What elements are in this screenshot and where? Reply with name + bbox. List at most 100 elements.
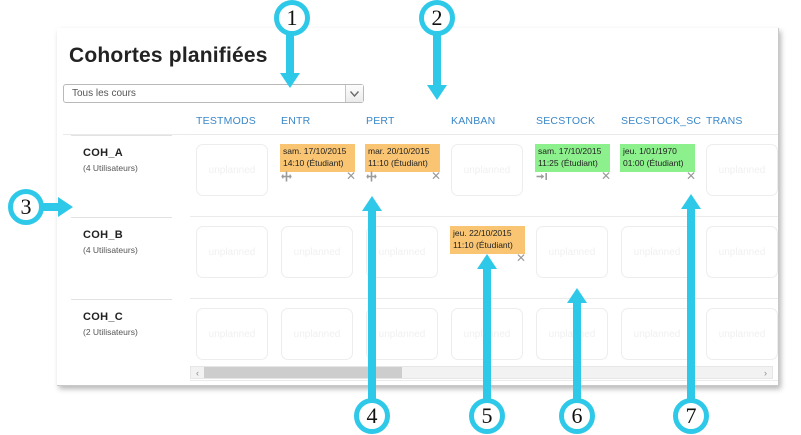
- scrollbar-track[interactable]: [204, 367, 759, 378]
- scheduled-cohorts-panel: Cohortes planifiées Tous les cours TESTM…: [57, 28, 779, 386]
- schedule-cell[interactable]: unplanned: [275, 217, 360, 299]
- unplanned-placeholder[interactable]: unplanned: [366, 226, 438, 278]
- cohort-user-count: (2 Utilisateurs): [83, 327, 138, 337]
- callout-1: 1: [274, 0, 310, 36]
- schedule-cell[interactable]: unplanned: [360, 299, 445, 381]
- cohort-label-cell[interactable]: COH_A (4 Utilisateurs): [63, 135, 190, 217]
- schedule-cell[interactable]: unplanned: [530, 299, 615, 381]
- session-time-role: 01:00 (Étudiant): [623, 157, 684, 168]
- table-row: COH_B (4 Utilisateurs) unplanned unplann…: [63, 217, 778, 299]
- schedule-cell[interactable]: unplanned: [615, 217, 700, 299]
- schedule-cell[interactable]: unplanned: [700, 299, 778, 381]
- chevron-down-icon[interactable]: [345, 85, 363, 102]
- cohort-name: COH_B: [83, 229, 124, 241]
- callout-number: 4: [354, 398, 390, 434]
- unplanned-placeholder[interactable]: unplanned: [706, 308, 778, 360]
- unplanned-placeholder[interactable]: unplanned: [621, 308, 693, 360]
- schedule-cell[interactable]: unplanned: [530, 217, 615, 299]
- chip-tools: ✕: [535, 169, 613, 185]
- cohort-user-count: (4 Utilisateurs): [83, 245, 138, 255]
- schedule-cell[interactable]: mar. 20/10/2015 11:10 (Étudiant) ✕: [360, 135, 445, 217]
- planned-session-chip[interactable]: sam. 17/10/2015 11:25 (Étudiant): [535, 144, 610, 172]
- callout-7: 7: [673, 398, 709, 434]
- close-icon[interactable]: ✕: [600, 169, 611, 183]
- column-header-entr[interactable]: ENTR: [281, 115, 311, 127]
- callout-4-stem: [368, 210, 376, 400]
- unplanned-placeholder[interactable]: unplanned: [196, 226, 268, 278]
- close-icon[interactable]: ✕: [515, 251, 526, 265]
- schedule-cell[interactable]: unplanned: [275, 299, 360, 381]
- callout-5-stem: [483, 268, 491, 400]
- unplanned-placeholder[interactable]: unplanned: [281, 308, 353, 360]
- session-date: jeu. 1/01/1970: [623, 146, 677, 156]
- unplanned-placeholder[interactable]: unplanned: [536, 226, 608, 278]
- column-header-testmods[interactable]: TESTMODS: [196, 115, 256, 127]
- move-icon[interactable]: [281, 171, 292, 182]
- callout-1-stem: [286, 35, 294, 77]
- callout-number: 3: [8, 189, 44, 225]
- header-corner-cell: [63, 106, 190, 134]
- chip-tools: ✕: [365, 169, 443, 185]
- planned-session-chip[interactable]: sam. 17/10/2015 14:10 (Étudiant): [280, 144, 355, 172]
- cohort-label-cell[interactable]: COH_B (4 Utilisateurs): [63, 217, 190, 299]
- planned-session-chip[interactable]: jeu. 22/10/2015 11:10 (Étudiant): [450, 226, 525, 254]
- column-header-secstock[interactable]: SECSTOCK: [536, 115, 596, 127]
- schedule-cell[interactable]: jeu. 22/10/2015 11:10 (Étudiant) ✕: [445, 217, 530, 299]
- schedule-cell[interactable]: unplanned: [445, 135, 530, 217]
- close-icon[interactable]: ✕: [685, 169, 696, 183]
- unplanned-placeholder[interactable]: unplanned: [451, 144, 523, 196]
- chip-tools: ✕: [280, 169, 358, 185]
- move-icon[interactable]: [366, 171, 377, 182]
- column-header-trans[interactable]: TRANS: [706, 115, 743, 127]
- session-date: sam. 17/10/2015: [283, 146, 347, 156]
- scroll-right-arrow-icon[interactable]: ›: [764, 367, 767, 378]
- schedule-cell[interactable]: unplanned: [190, 217, 275, 299]
- scrollbar-thumb[interactable]: [204, 367, 402, 378]
- schedule-cell[interactable]: sam. 17/10/2015 14:10 (Étudiant) ✕: [275, 135, 360, 217]
- arrow-to-bar-icon[interactable]: [536, 171, 548, 182]
- schedule-cell[interactable]: unplanned: [360, 217, 445, 299]
- schedule-cell[interactable]: unplanned: [700, 217, 778, 299]
- callout-2: 2: [419, 0, 455, 36]
- unplanned-placeholder[interactable]: unplanned: [196, 144, 268, 196]
- scroll-left-arrow-icon[interactable]: ‹: [196, 367, 199, 378]
- callout-3: 3: [8, 189, 44, 225]
- row-cells: unplanned sam. 17/10/2015 14:10 (Étudian…: [190, 135, 778, 217]
- unplanned-placeholder[interactable]: unplanned: [621, 226, 693, 278]
- column-header-secstock-sc[interactable]: SECSTOCK_SC: [621, 115, 702, 127]
- schedule-cell[interactable]: jeu. 1/01/1970 01:00 (Étudiant) ✕: [615, 135, 700, 217]
- horizontal-scrollbar[interactable]: ‹ ›: [190, 366, 773, 379]
- callout-number: 5: [469, 398, 505, 434]
- course-filter-value: Tous les cours: [72, 88, 136, 99]
- course-filter-select[interactable]: Tous les cours: [63, 84, 364, 103]
- callout-number: 6: [559, 398, 595, 434]
- cohort-label-cell[interactable]: COH_C (2 Utilisateurs): [63, 299, 190, 381]
- schedule-cell[interactable]: unplanned: [700, 135, 778, 217]
- unplanned-placeholder[interactable]: unplanned: [196, 308, 268, 360]
- session-time-role: 11:10 (Étudiant): [453, 239, 513, 250]
- unplanned-placeholder[interactable]: unplanned: [536, 308, 608, 360]
- unplanned-placeholder[interactable]: unplanned: [366, 308, 438, 360]
- column-header-pert[interactable]: PERT: [366, 115, 395, 127]
- column-header-kanban[interactable]: KANBAN: [451, 115, 496, 127]
- schedule-cell[interactable]: sam. 17/10/2015 11:25 (Étudiant) ✕: [530, 135, 615, 217]
- unplanned-placeholder[interactable]: unplanned: [706, 144, 778, 196]
- callout-2-stem: [433, 35, 441, 87]
- unplanned-placeholder[interactable]: unplanned: [281, 226, 353, 278]
- cohort-name: COH_A: [83, 147, 124, 159]
- callout-number: 1: [274, 0, 310, 36]
- schedule-cell[interactable]: unplanned: [190, 299, 275, 381]
- cohort-user-count: (4 Utilisateurs): [83, 163, 138, 173]
- planned-session-chip[interactable]: mar. 20/10/2015 11:10 (Étudiant): [365, 144, 440, 172]
- callout-6-stem: [573, 302, 581, 400]
- callout-7-stem: [687, 208, 695, 400]
- close-icon[interactable]: ✕: [345, 169, 356, 183]
- session-time-role: 14:10 (Étudiant): [283, 157, 344, 168]
- unplanned-placeholder[interactable]: unplanned: [706, 226, 778, 278]
- callout-5: 5: [469, 398, 505, 434]
- schedule-cell[interactable]: unplanned: [190, 135, 275, 217]
- planned-session-chip[interactable]: jeu. 1/01/1970 01:00 (Étudiant): [620, 144, 695, 172]
- row-cells: unplanned unplanned unplanned jeu. 22/10…: [190, 217, 778, 299]
- close-icon[interactable]: ✕: [430, 169, 441, 183]
- page-title: Cohortes planifiées: [69, 44, 268, 67]
